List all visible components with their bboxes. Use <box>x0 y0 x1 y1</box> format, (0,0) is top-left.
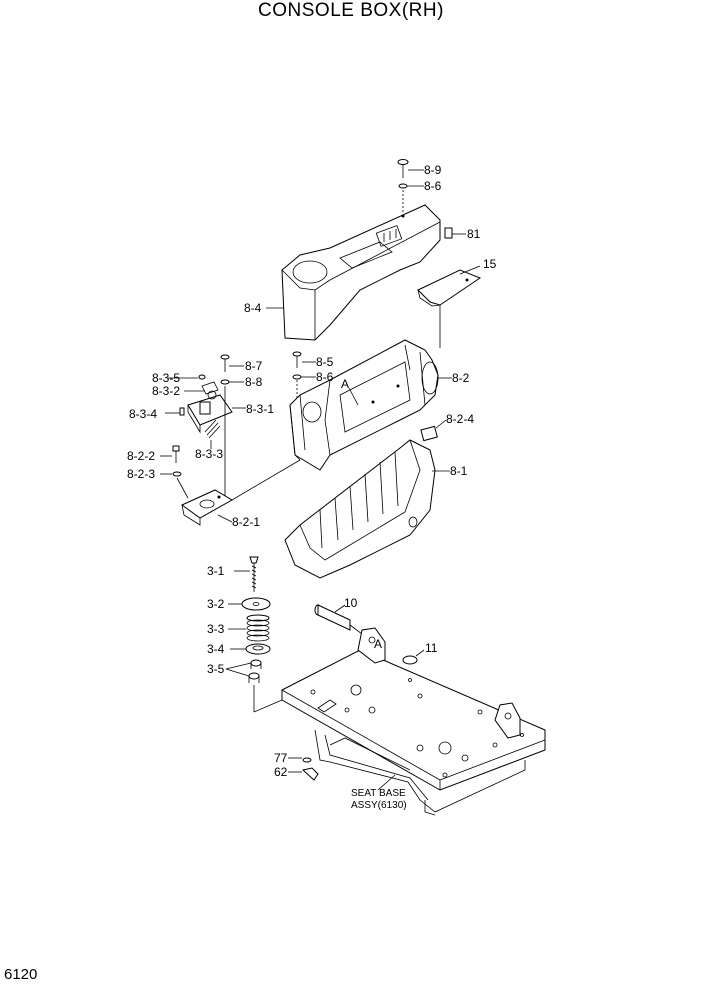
console-frame-part <box>289 339 452 471</box>
bushing-8-2-4-part <box>420 419 447 442</box>
washer-8-2-3-part <box>160 471 189 499</box>
callout-8-9: 8-9 <box>424 163 442 177</box>
washer-8-6-mid-part <box>292 374 316 398</box>
seat-base-plate-part <box>281 627 546 816</box>
callout-A-top: A <box>341 377 349 391</box>
knob-62-part <box>288 767 319 781</box>
washer-77-part <box>288 757 312 763</box>
callout-15: 15 <box>483 257 497 271</box>
callout-3-3: 3-3 <box>207 622 225 636</box>
nut-3-5-part <box>225 659 283 713</box>
page-title: CONSOLE BOX(RH) <box>258 0 444 21</box>
callout-62: 62 <box>274 765 288 779</box>
washer-8-8-part <box>220 379 244 500</box>
callout-11: 11 <box>425 641 438 655</box>
callout-8-8: 8-8 <box>245 375 263 389</box>
callout-3-4: 3-4 <box>207 642 225 656</box>
callout-8-4: 8-4 <box>244 301 262 315</box>
callout-3-5: 3-5 <box>207 662 225 676</box>
callout-77: 77 <box>274 751 288 765</box>
callout-8-6-mid: 8-6 <box>316 370 334 384</box>
screw-8-5-part <box>292 351 316 368</box>
seat-base-label-line2: ASSY(6130) <box>351 800 407 811</box>
washer-8-6-part <box>398 183 424 212</box>
ring-11-part <box>402 649 425 665</box>
console-cover-part <box>281 204 441 341</box>
spring-3-3-part <box>228 614 270 642</box>
callout-3-2: 3-2 <box>207 597 225 611</box>
callout-10: 10 <box>344 596 358 610</box>
screw-8-9-part <box>397 159 424 178</box>
callout-8-1: 8-1 <box>450 464 468 478</box>
callout-8-3-2: 8-3-2 <box>152 384 180 398</box>
callout-8-5: 8-5 <box>316 355 334 369</box>
callout-8-7: 8-7 <box>245 359 263 373</box>
callout-3-1: 3-1 <box>207 564 225 578</box>
callout-8-3-5: 8-3-5 <box>152 371 180 385</box>
seat-3-4-part <box>230 643 271 655</box>
callout-8-6-top: 8-6 <box>424 179 442 193</box>
bracket-8-2-1-part <box>181 454 301 526</box>
callout-A-bottom: A <box>374 637 382 651</box>
callout-8-2-2: 8-2-2 <box>127 449 155 463</box>
plate-15-part <box>417 265 482 348</box>
callout-8-2-1: 8-2-1 <box>232 515 260 529</box>
callout-8-2-4: 8-2-4 <box>446 412 474 426</box>
bolt-3-1-part <box>234 556 259 592</box>
lock-assembly-part <box>165 374 246 449</box>
callout-8-3-1: 8-3-1 <box>246 402 274 416</box>
screw-81-part <box>444 227 466 239</box>
callout-8-3-4: 8-3-4 <box>129 407 157 421</box>
washer-3-2-part <box>228 597 271 611</box>
callout-8-3-3: 8-3-3 <box>195 447 223 461</box>
pin-10-part <box>314 604 371 641</box>
page-number: 6120 <box>4 966 38 983</box>
callout-81: 81 <box>467 227 481 241</box>
screw-8-7-part <box>220 354 244 372</box>
callout-8-2-3: 8-2-3 <box>127 467 155 481</box>
seat-base-label-line1: SEAT BASE <box>351 788 406 799</box>
console-tray-part <box>284 439 450 579</box>
callout-8-2: 8-2 <box>452 371 470 385</box>
bolt-8-2-2-part <box>160 445 180 463</box>
